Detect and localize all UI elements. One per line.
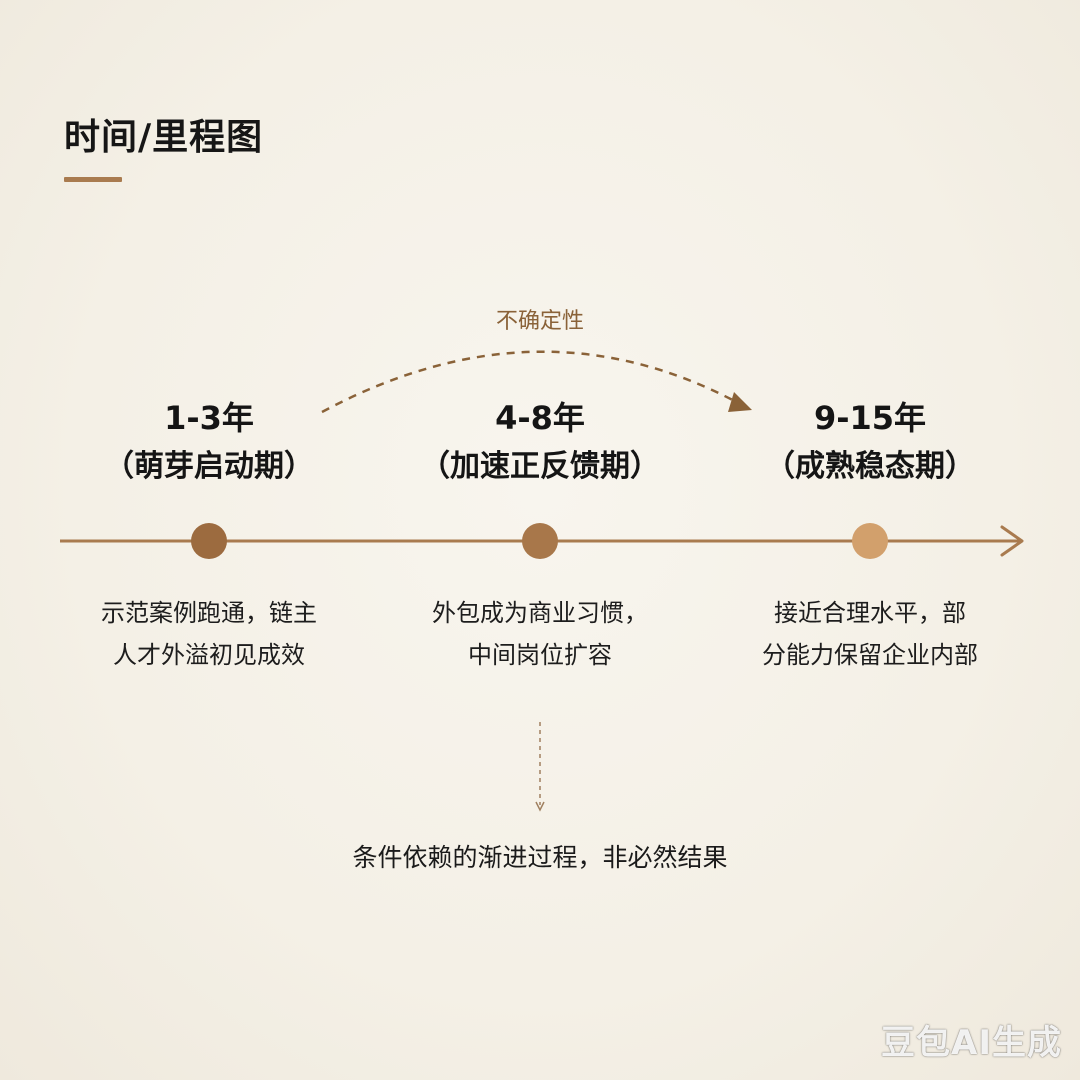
description-line: 分能力保留企业内部 (762, 641, 978, 669)
timeline-node-1 (191, 523, 227, 559)
timeline-node-3 (852, 523, 888, 559)
stage-header-3: 9-15年 （成熟稳态期） (720, 394, 1020, 492)
stage-header-1: 1-3年 （萌芽启动期） (59, 394, 359, 492)
stage-description-3: 接近合理水平，部 分能力保留企业内部 (720, 592, 1020, 676)
stage-header-2: 4-8年 （加速正反馈期） (390, 394, 690, 492)
stage-description-1: 示范案例跑通，链主 人才外溢初见成效 (59, 592, 359, 676)
stage-phase: （加速正反馈期） (420, 449, 660, 484)
timeline-arrow-icon (1000, 525, 1024, 557)
stage-years: 9-15年 (813, 399, 927, 437)
conclusion-arrow-icon (535, 801, 545, 812)
uncertainty-arc (321, 350, 743, 414)
description-line: 接近合理水平，部 (774, 599, 966, 627)
watermark: 豆包AI生成 (881, 1023, 1062, 1063)
stage-description-2: 外包成为商业习惯， 中间岗位扩容 (390, 592, 690, 676)
description-line: 外包成为商业习惯， (432, 599, 648, 627)
description-line: 中间岗位扩容 (468, 641, 612, 669)
page-title: 时间/里程图 (64, 117, 264, 158)
description-line: 示范案例跑通，链主 (101, 599, 317, 627)
stage-phase: （成熟稳态期） (765, 449, 975, 484)
stage-years: 4-8年 (495, 399, 585, 437)
stage-phase: （萌芽启动期） (104, 449, 314, 484)
timeline-node-2 (522, 523, 558, 559)
uncertainty-arrow-icon (728, 392, 752, 412)
description-line: 人才外溢初见成效 (113, 641, 305, 669)
conclusion-text: 条件依赖的渐进过程，非必然结果 (352, 843, 728, 872)
title-underline (64, 177, 122, 182)
stage-years: 1-3年 (164, 399, 254, 437)
uncertainty-label: 不确定性 (495, 309, 584, 334)
